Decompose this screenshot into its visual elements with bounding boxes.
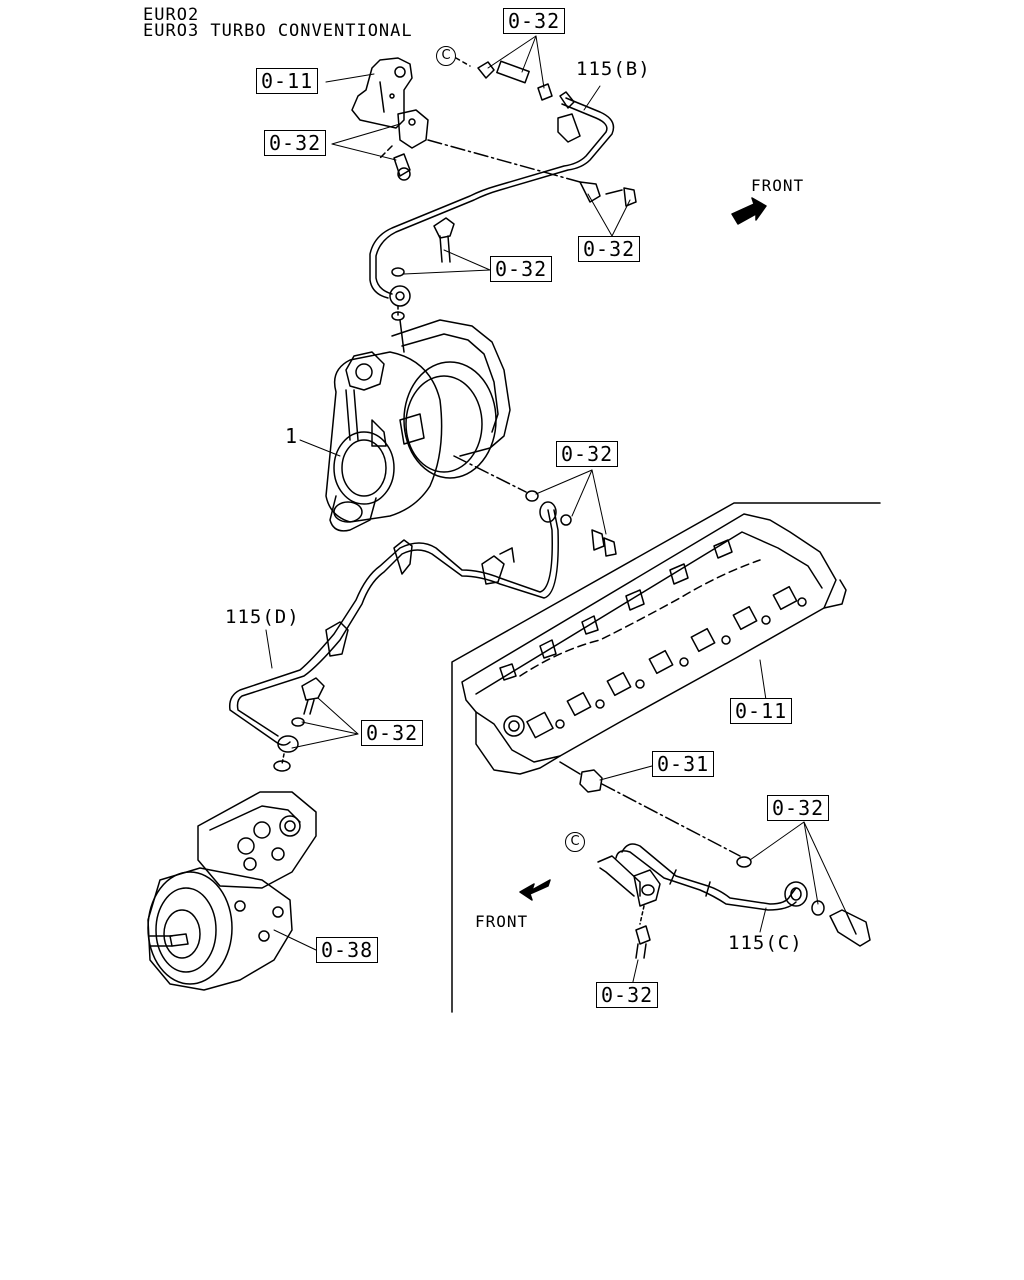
leader-bracket-clip [427, 139, 581, 183]
cylinder-head [461, 513, 847, 775]
label-front-top: FRONT [751, 176, 805, 195]
pipe-d-bolt [273, 677, 325, 772]
label-pipe-115b: 115(B) [576, 58, 651, 80]
callout-pipe-c-bolt: 0-32 [596, 982, 659, 1008]
leader-lines [265, 35, 847, 987]
common-mark-top: C [436, 46, 456, 66]
callout-pipe-c-clamp: 0-32 [767, 795, 830, 821]
turbo-return-fittings [525, 490, 617, 557]
callout-air-compressor: 0-38 [316, 937, 379, 963]
bracket-bolt [377, 145, 411, 181]
inset-divider [451, 502, 881, 1013]
front-arrow-top [731, 197, 767, 225]
callout-compressor-bolt: 0-32 [361, 720, 424, 746]
pipe-115b [369, 91, 615, 307]
top-hose [455, 57, 553, 101]
front-arrow-bottom [519, 879, 551, 901]
pipe-115c [597, 843, 808, 911]
header-line-2: EURO3 TURBO CONVENTIONAL [143, 21, 413, 41]
label-pipe-115d: 115(D) [225, 606, 300, 628]
callout-top-hose-clamp: 0-32 [503, 8, 566, 34]
callout-cylinder-head: 0-11 [730, 698, 793, 724]
turbocharger [325, 319, 511, 532]
air-compressor [147, 791, 317, 991]
label-turbo: 1 [285, 424, 299, 448]
callout-clip-right: 0-32 [578, 236, 641, 262]
pipe-b-clip [579, 181, 637, 207]
label-pipe-115c: 115(C) [728, 932, 803, 954]
callout-bracket-bolts: 0-32 [264, 130, 327, 156]
top-bracket [351, 57, 429, 149]
leader-turbo-drain [453, 455, 527, 493]
header-line-1: EURO2 [143, 5, 200, 25]
pipe-c-fittings [635, 856, 871, 959]
leader-adapter-pipe [601, 783, 741, 857]
callout-turbo-oil-return: 0-32 [556, 441, 619, 467]
callout-eye-bolt-top: 0-32 [490, 256, 553, 282]
label-front-bottom: FRONT [475, 912, 529, 931]
pipe-115d [228, 501, 559, 753]
callout-bracket-top: 0-11 [256, 68, 319, 94]
eye-bolt-top [391, 217, 455, 321]
adapter-fitting [559, 761, 603, 793]
callout-adapter: 0-31 [652, 751, 715, 777]
common-mark-bottom: C [565, 832, 585, 852]
